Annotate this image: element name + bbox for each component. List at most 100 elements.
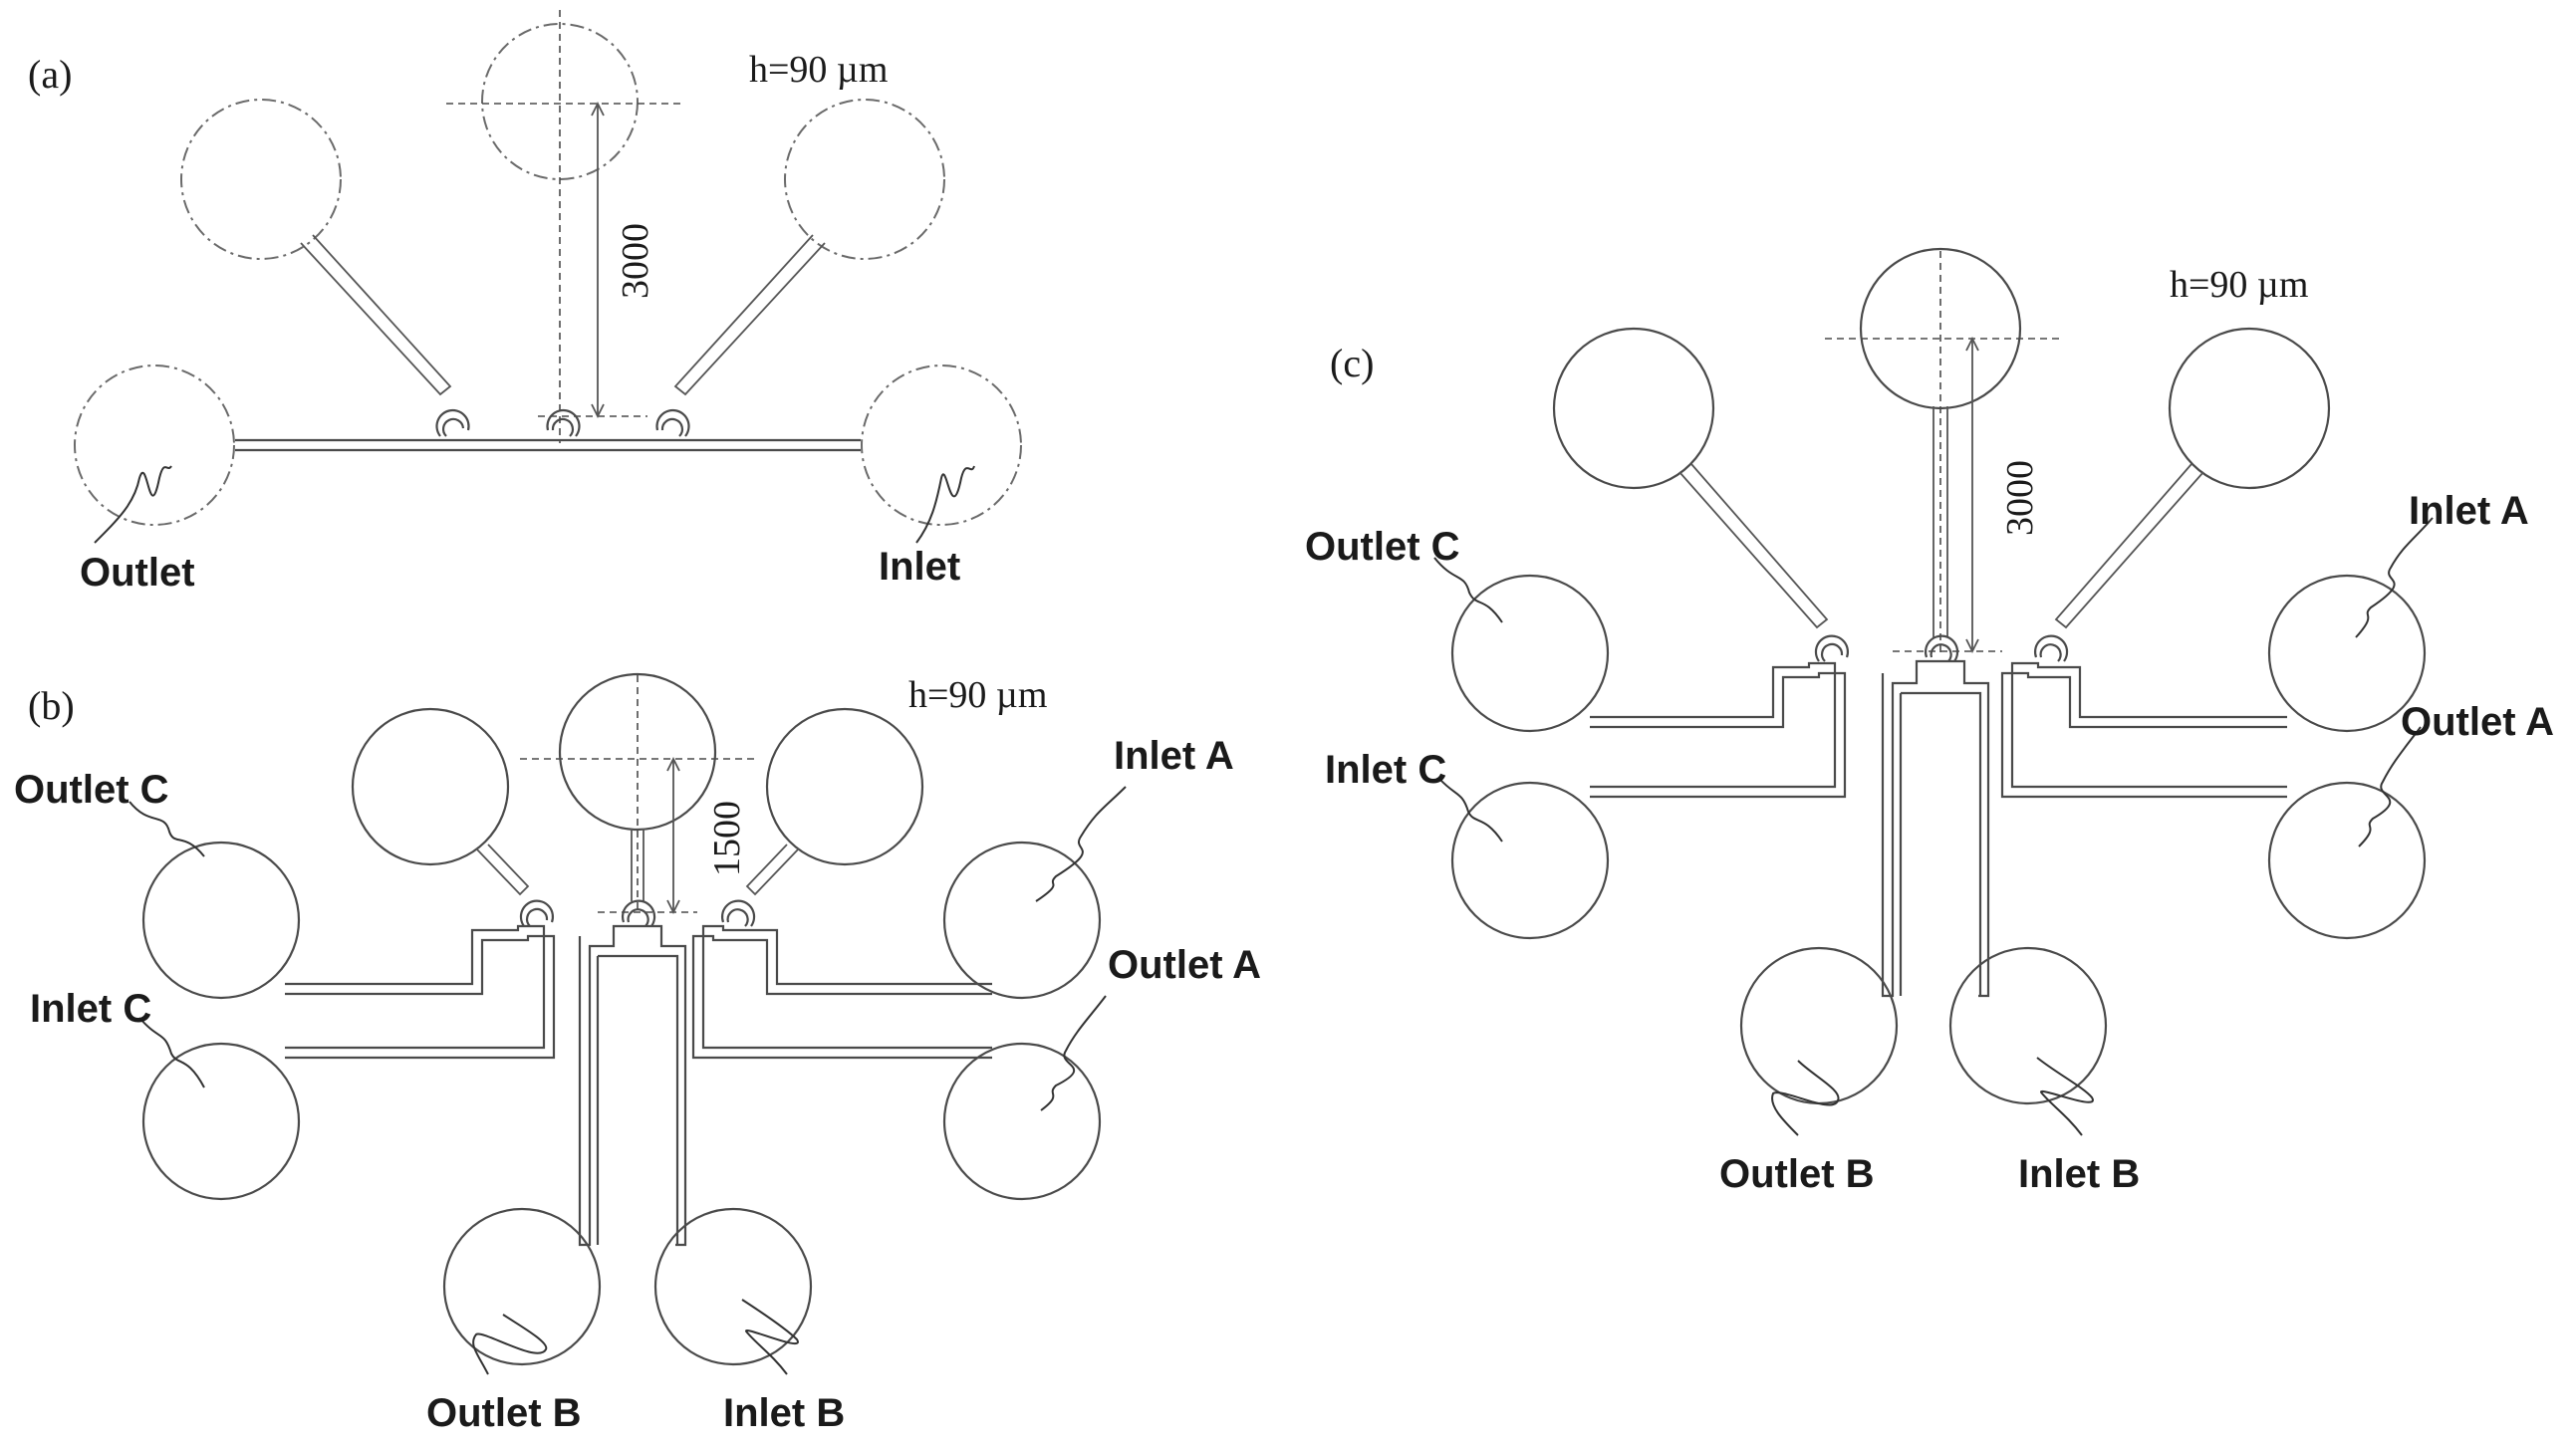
panel-b-outlet-c-chamber: [141, 841, 301, 1000]
panel-c-inlet-c-leader: [1438, 778, 1503, 843]
panel-b-outlet-b-chamber: [442, 1207, 602, 1366]
panel-b-inlet-b-chamber: [653, 1207, 813, 1366]
panel-c-left-inner-channel: [1590, 661, 1837, 789]
panel-c-trap-left: [1814, 634, 1850, 662]
panel-c-trap-center: [1924, 634, 1959, 662]
panel-c-outlet-b-leader: [1771, 1060, 1840, 1136]
panel-b-label: (b): [28, 683, 75, 728]
panel-b-outlet-b-label: Outlet B: [426, 1391, 582, 1435]
panel-b-outlet-b-leader: [472, 1314, 548, 1375]
panel-b-inlet-c-label: Inlet C: [30, 987, 151, 1031]
panel-b-left-upper-chamber: [351, 707, 510, 866]
panel-b-inlet-c-chamber: [141, 1042, 301, 1201]
panel-a-outlet-chamber: [74, 364, 235, 526]
panel-a-trap-center: [546, 408, 581, 437]
panel-a-inlet-chamber: [861, 364, 1022, 526]
panel-b-inlet-b-leader: [741, 1299, 799, 1375]
panel-b-dimension-arrow-top: [666, 756, 680, 772]
panel-c-inlet-b-label: Inlet B: [2018, 1152, 2140, 1196]
panel-a-left-chamber: [180, 99, 342, 260]
panel-a-trap-left: [435, 408, 470, 437]
panel-b-inlet-c-leader: [138, 1017, 205, 1088]
panel-c-outlet-a-label: Outlet A: [2401, 700, 2554, 744]
panel-b-trap-left-inner: [525, 907, 549, 927]
panel-a-top-chamber: [481, 23, 639, 180]
panel-c-dimension-arrow-top: [1965, 336, 1979, 352]
panel-b-inlet-a-chamber: [942, 841, 1102, 1000]
panel-c-left-outer-channel: [1590, 671, 1847, 799]
panel-c-right-inner-channel: [2010, 661, 2287, 789]
panel-b-outlet-c-leader: [129, 801, 205, 857]
panel-b-dimension-arrow-bottom: [666, 899, 680, 915]
panel-a-height-note: h=90 µm: [749, 49, 888, 91]
panel-c-inlet-c-label: Inlet C: [1325, 748, 1446, 792]
panel-c-outlet-c-chamber: [1450, 574, 1610, 733]
panel-b-left-inner-channel: [285, 924, 546, 1050]
panel-b-center-channel-inner: [596, 954, 679, 1245]
panel-b-outlet-a-label: Outlet A: [1108, 943, 1261, 987]
panel-c-outlet-b-label: Outlet B: [1719, 1152, 1875, 1196]
panel-b-trap-center-inner: [627, 908, 649, 927]
panel-a-trap-center-inner: [551, 417, 575, 437]
panel-b-right-upper-chamber: [765, 707, 924, 866]
panel-a-outlet-label: Outlet: [80, 551, 195, 595]
panel-c-outlet-a-chamber: [2267, 781, 2427, 940]
panel-c-center-channel-outer: [1881, 659, 1990, 998]
panel-c-dimension-value: 3000: [1999, 460, 2041, 536]
panel-a-inlet-label: Inlet: [879, 545, 960, 589]
panel-a-trap-left-inner: [441, 417, 465, 437]
panel-c-height-note: h=90 µm: [2170, 264, 2308, 306]
panel-c-trap-right-inner: [2039, 643, 2062, 662]
panel-c-outlet-b-chamber: [1739, 946, 1899, 1105]
panel-c-left-upper-channel: [1678, 463, 1829, 629]
panel-a-trap-right-inner: [660, 417, 684, 437]
panel-b-trap-center: [621, 899, 656, 927]
panel-c-right-outer-channel: [2000, 671, 2287, 799]
panel-c-dimension-arrow-bottom: [1965, 638, 1979, 654]
panel-b-top-chamber: [558, 672, 717, 832]
panel-a-right-channel: [673, 234, 826, 396]
panel-b-outlet-a-leader: [1040, 995, 1107, 1111]
panel-a-inlet-leader: [915, 465, 975, 544]
panel-b-center-channel-outer: [578, 924, 687, 1247]
panel-b-inlet-a-label: Inlet A: [1114, 734, 1234, 778]
panel-c-inlet-a-leader: [2355, 517, 2434, 638]
panel-a-dimension-arrow-bottom: [591, 403, 605, 419]
panel-c-left-upper-chamber: [1552, 327, 1715, 490]
panel-b-left-outer-channel: [285, 934, 556, 1060]
panel-c-inlet-b-leader: [2036, 1057, 2094, 1136]
panel-b-right-upper-channel: [745, 844, 800, 896]
panel-c-center-channel-inner: [1899, 691, 1982, 996]
panel-c-outlet-c-label: Outlet C: [1305, 525, 1460, 569]
panel-b-right-inner-channel: [701, 924, 992, 1050]
panel-b-right-outer-channel: [691, 934, 992, 1060]
panel-c-outlet-a-leader: [2358, 726, 2422, 847]
panel-c-inlet-a-chamber: [2267, 574, 2427, 733]
panel-c-trap-right: [2033, 634, 2069, 662]
panel-c-trap-center-inner: [1930, 643, 1952, 662]
panel-a-traps: [435, 408, 690, 437]
panel-c: (c) h=90 µm 3000: [1305, 247, 2554, 1196]
panel-a-right-chamber: [784, 99, 945, 260]
panel-a-dimension-arrow-top: [591, 101, 605, 117]
panel-b-traps: [519, 899, 756, 927]
panel-c-right-upper-chamber: [2168, 327, 2331, 490]
panel-b-trap-right: [720, 899, 756, 927]
panel-a-outlet-leader: [94, 465, 172, 544]
panel-b-dimension-value: 1500: [706, 801, 748, 876]
panel-c-inlet-b-chamber: [1948, 946, 2108, 1105]
panel-b-height-note: h=90 µm: [908, 674, 1047, 716]
panel-c-outlet-c-leader: [1433, 557, 1503, 623]
panel-a: (a) h=90 µm 3000: [28, 10, 1022, 595]
panel-b-left-upper-channel: [475, 844, 530, 896]
panel-c-label: (c): [1330, 341, 1374, 385]
panel-b-trap-right-inner: [726, 908, 749, 927]
panel-a-trap-right: [655, 408, 690, 437]
panel-c-traps: [1814, 634, 2069, 662]
panel-b-trap-left: [519, 899, 555, 927]
panel-b-outlet-c-label: Outlet C: [14, 768, 169, 812]
panel-b-outlet-a-chamber: [942, 1042, 1102, 1201]
panel-c-trap-left-inner: [1820, 642, 1844, 662]
panel-c-inlet-a-label: Inlet A: [2409, 489, 2529, 533]
